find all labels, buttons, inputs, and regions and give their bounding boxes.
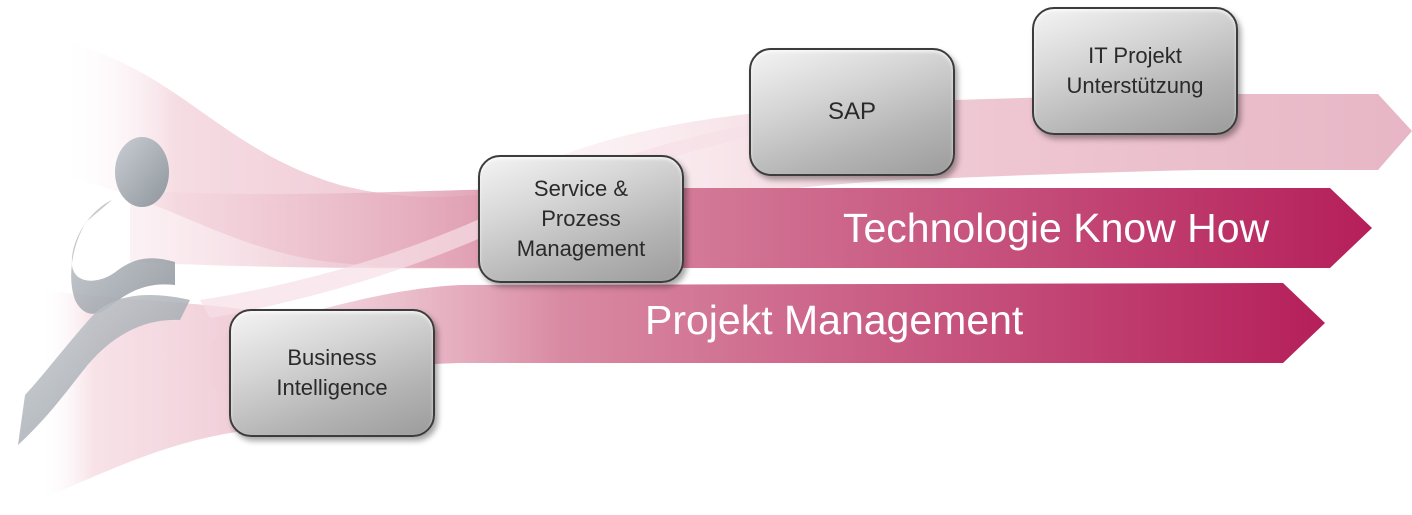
box-business-intelligence: Business Intelligence [229,309,435,437]
box-service-prozess-management: Service & Prozess Management [478,155,684,283]
runner-legs [18,295,190,445]
box-label-line: Prozess [541,206,621,231]
box-it-projekt-unterstuetzung: IT Projekt Unterstützung [1032,7,1238,135]
box-sap: SAP [749,48,955,176]
box-label-line: Intelligence [276,375,388,400]
runner-head [115,137,169,207]
box-label-line: Unterstützung [1066,73,1204,98]
box-label-line: IT Projekt [1088,43,1182,68]
box-label-line: Service & [533,176,629,201]
box-label-line: SAP [827,98,877,125]
arrow-label-projekt: Projekt Management [645,297,1024,343]
runner-figure [18,137,190,445]
box-label-line: Business [287,345,377,370]
arrow-projekt [150,283,1325,395]
arrow-label-technologie: Technologie Know How [843,205,1270,251]
runner-torso [71,200,175,314]
box-label-line: Management [516,236,646,261]
